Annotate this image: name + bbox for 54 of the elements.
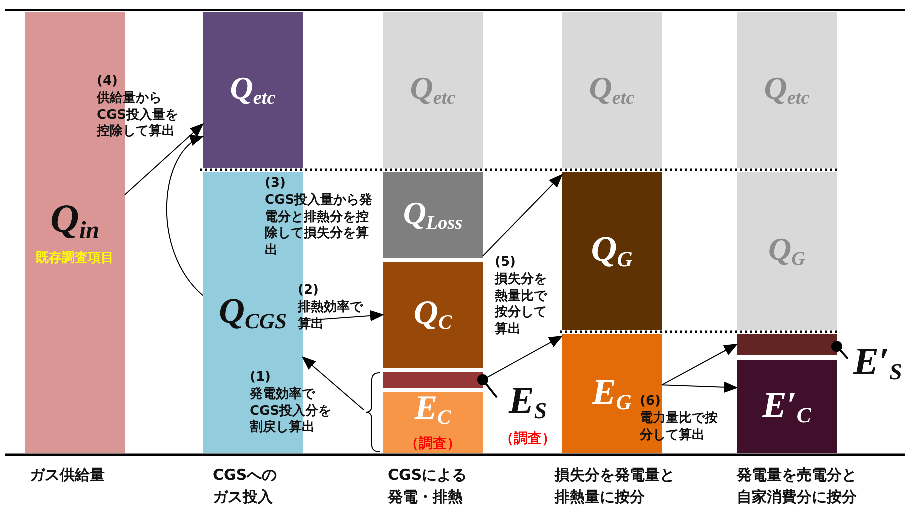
column-caption: CGSによる発電・排熱: [388, 465, 468, 508]
symbol-text: E′$_{S}$: [854, 343, 902, 385]
symbol-text: Q$_{C}$: [414, 296, 452, 334]
etc-block: [203, 12, 303, 168]
heat-block: [562, 172, 662, 330]
column-caption: ガス供給量: [30, 465, 106, 486]
arrow: [302, 356, 364, 411]
symbol-text: Q$_{in}$: [50, 198, 100, 242]
arrow: [124, 123, 204, 196]
heat-block: [383, 262, 483, 368]
heat-block: [737, 172, 837, 330]
sold-power-bar: [737, 334, 837, 355]
column-caption: CGSへのガス投入: [213, 465, 278, 508]
etc-block: [737, 12, 837, 168]
annotation-text: (4): [97, 74, 119, 91]
symbol-text: Q$_{etc}$: [230, 72, 276, 108]
annotation-text: 供給量からCGS投入量を控除して算出: [97, 91, 180, 141]
symbol-text: E$_{G}$: [592, 374, 632, 414]
etc-block: [383, 12, 483, 168]
symbol-text: Q$_{CGS}$: [218, 292, 287, 332]
note-text: （調査）: [500, 430, 556, 448]
loss-block: [383, 172, 483, 258]
symbol-text: Q$_{Loss}$: [403, 197, 463, 233]
arrow: [482, 174, 563, 257]
symbol-text: Q$_{G}$: [768, 233, 806, 269]
symbol-text: Q$_{etc}$: [764, 72, 810, 108]
etc-block: [562, 12, 662, 168]
sold-power-bar: [383, 372, 483, 388]
annotation-text: 損失分を熱量比で按分して算出: [495, 272, 548, 338]
note-text: （調査）: [405, 434, 461, 453]
annotation-text: 発電効率でCGS投入分を割戻し算出: [250, 387, 333, 437]
leader-line: [832, 341, 849, 360]
symbol-text: E$_{S}$: [508, 382, 548, 424]
symbol-text: Q$_{etc}$: [589, 72, 635, 108]
symbol-text: E′$_{C}$: [762, 386, 812, 426]
annotation-text: 排熱効率で算出: [298, 300, 364, 334]
symbol-text: Q$_{G}$: [591, 231, 633, 271]
arrow: [662, 344, 738, 386]
arrow: [662, 382, 738, 394]
annotation-text: (3): [265, 176, 287, 193]
leader-line: [478, 374, 498, 398]
symbol-text: E$_{C}$: [414, 392, 452, 429]
annotation-text: (6): [640, 394, 662, 411]
power-block: [383, 392, 483, 453]
column-caption: 損失分を発電量と排熱量に按分: [555, 465, 676, 508]
arrow: [166, 136, 204, 296]
symbol-text: Q$_{etc}$: [410, 72, 456, 108]
annotation-text: CGS投入量から発電分と排熱分を控除して損失分を算出: [265, 193, 374, 260]
column-caption: 発電量を売電分と自家消費分に按分: [737, 465, 858, 508]
self-use-block: [737, 360, 837, 453]
annotation-text: (5): [495, 255, 517, 272]
annotation-text: (2): [298, 283, 320, 300]
annotation-text: (1): [250, 370, 272, 387]
note-text: 既存調査項目: [36, 250, 114, 266]
